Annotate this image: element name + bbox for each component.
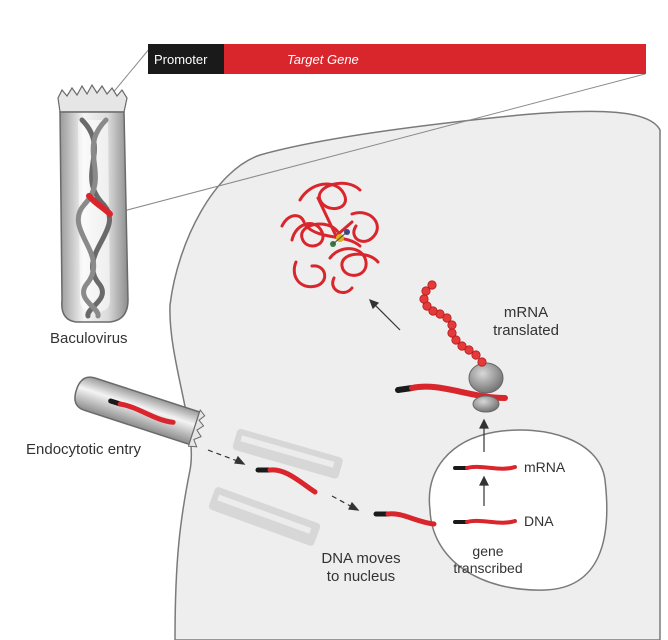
target-gene-segment	[224, 44, 646, 74]
promoter-label: Promoter	[154, 52, 208, 67]
target-gene-label: Target Gene	[287, 52, 359, 67]
dna-moves-label: DNA moves to nucleus	[318, 550, 404, 586]
ribosome	[468, 362, 504, 413]
folding-arrow	[368, 298, 401, 331]
polypeptide-chain	[419, 280, 487, 367]
baculovirus-label: Baculovirus	[50, 330, 128, 347]
mrna-translated-line2: translated	[493, 322, 559, 339]
zoom-line-bottom	[111, 73, 646, 215]
nucleus-dna-label: DNA	[524, 513, 554, 529]
promoter-segment	[148, 44, 224, 74]
nucleus-mrna	[453, 464, 517, 471]
entering-baculovirus	[74, 376, 206, 448]
mrna-translated-label: mRNA translated	[488, 304, 564, 340]
released-dna	[255, 467, 318, 495]
gene-transcribed-line1: gene	[472, 543, 504, 559]
nucleus-dna	[453, 518, 517, 525]
endocytotic-entry-label: Endocytotic entry	[26, 441, 142, 458]
folded-protein	[280, 181, 380, 294]
nucleus-mrna-label: mRNA	[524, 459, 566, 475]
transcription-arrows	[479, 418, 489, 506]
capsid-fragment-bottom	[208, 487, 321, 546]
capsid-fragment-top	[232, 428, 343, 479]
dna-at-nucleus	[373, 511, 437, 527]
baculovirus-capsid	[57, 83, 129, 323]
movement-arrows	[207, 449, 360, 511]
nucleus	[428, 429, 608, 591]
dna-moves-line1: DNA moves	[321, 550, 401, 567]
gene-transcribed-label: gene transcribed	[446, 543, 530, 577]
mrna-translated-line1: mRNA	[503, 304, 549, 321]
dna-moves-line2: to nucleus	[326, 568, 396, 585]
gene-transcribed-line2: transcribed	[453, 560, 523, 576]
protein-cofactor	[330, 229, 350, 247]
